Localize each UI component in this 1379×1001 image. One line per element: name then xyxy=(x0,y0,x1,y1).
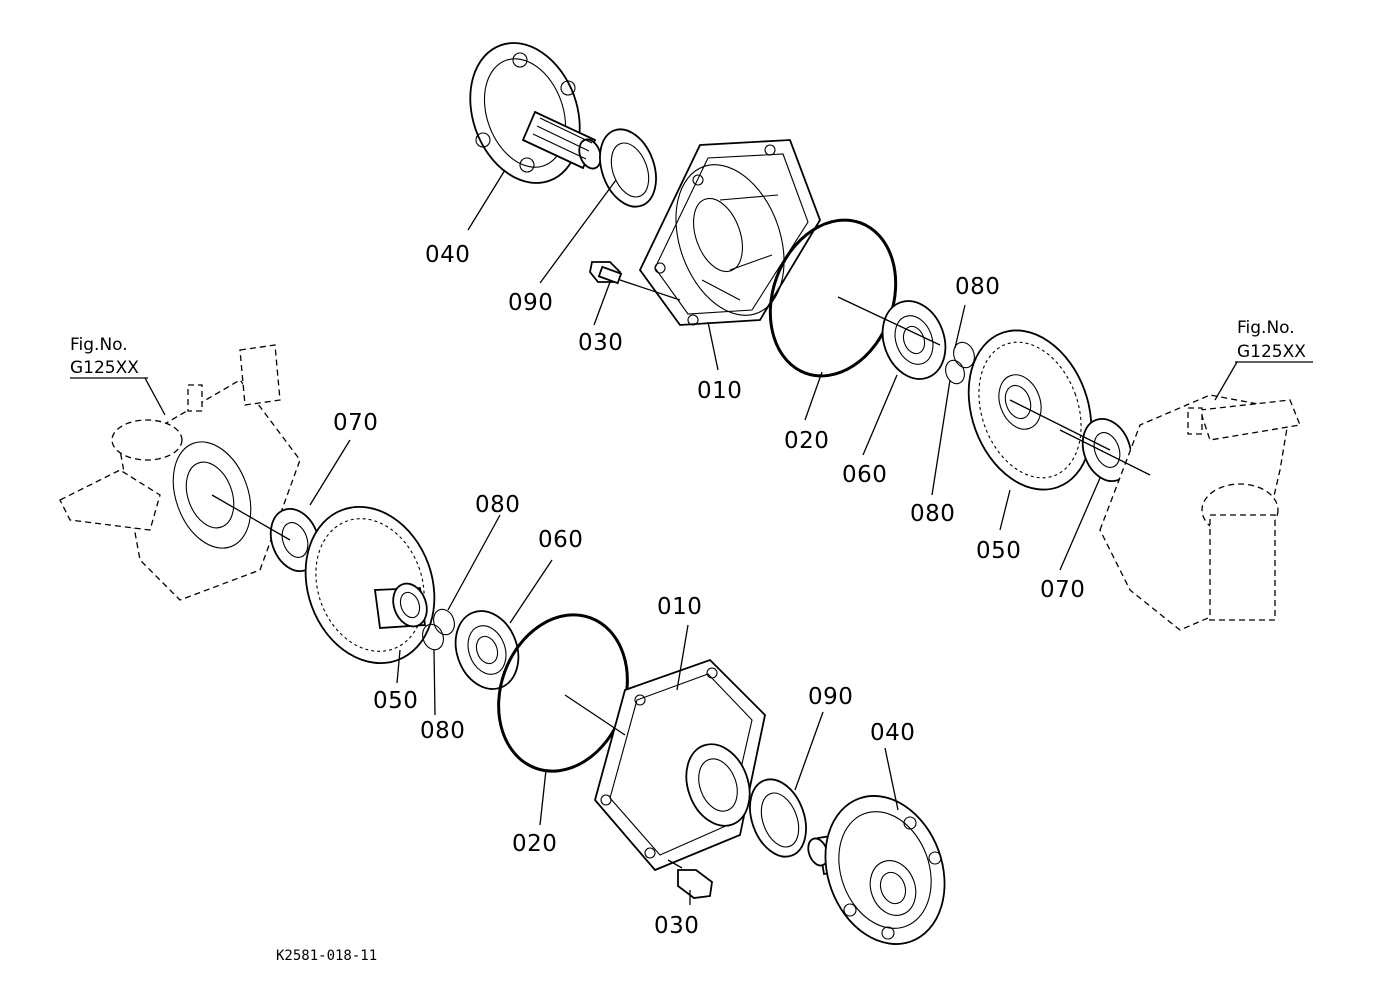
drawing-code: K2581-018-11 xyxy=(276,948,377,964)
label-top-040: 040 xyxy=(425,242,470,268)
ref-left-line1: Fig.No. xyxy=(70,335,128,355)
label-top-080b: 080 xyxy=(910,501,955,527)
part-010-top-housing[interactable] xyxy=(638,139,821,330)
label-top-010: 010 xyxy=(697,378,742,404)
label-top-090: 090 xyxy=(508,290,553,316)
label-bottom-080b: 080 xyxy=(420,718,465,744)
label-bottom-030: 030 xyxy=(654,913,699,939)
label-top-080a: 080 xyxy=(955,274,1000,300)
ref-right-line2: G125XX xyxy=(1237,342,1306,362)
part-030-top-plug[interactable] xyxy=(589,261,623,285)
part-040-bottom-flange-shaft[interactable] xyxy=(805,779,965,961)
label-bottom-010: 010 xyxy=(657,594,702,620)
label-bottom-050: 050 xyxy=(373,688,418,714)
label-top-060: 060 xyxy=(842,462,887,488)
label-bottom-080a: 080 xyxy=(475,492,520,518)
label-top-050: 050 xyxy=(976,538,1021,564)
label-bottom-070: 070 xyxy=(333,410,378,436)
part-060-top-bearing[interactable] xyxy=(872,292,956,388)
part-050-bottom-bevel-gear[interactable] xyxy=(284,489,455,682)
part-070-top-bearing[interactable] xyxy=(1074,412,1139,488)
part-030-bottom-plug[interactable] xyxy=(677,869,713,899)
part-080-bottom-snap-rings[interactable] xyxy=(419,606,458,652)
leader-lines xyxy=(70,169,1313,905)
right-reference-housing xyxy=(1099,394,1301,631)
ref-right-line1: Fig.No. xyxy=(1237,318,1295,338)
part-040-top-flange-shaft[interactable] xyxy=(452,28,605,199)
label-top-030: 030 xyxy=(578,330,623,356)
part-090-bottom-seal[interactable] xyxy=(740,772,816,865)
label-top-070: 070 xyxy=(1040,577,1085,603)
label-bottom-020: 020 xyxy=(512,831,557,857)
label-bottom-040: 040 xyxy=(870,720,915,746)
label-bottom-090: 090 xyxy=(808,684,853,710)
ref-left-line2: G125XX xyxy=(70,358,139,378)
part-090-top-seal[interactable] xyxy=(590,122,666,215)
part-labels: 040 090 030 010 020 060 080 080 050 070 … xyxy=(70,242,1306,964)
part-010-bottom-housing[interactable] xyxy=(594,658,766,872)
label-bottom-060: 060 xyxy=(538,527,583,553)
left-reference-housing xyxy=(59,344,301,601)
label-top-020: 020 xyxy=(784,428,829,454)
part-080-top-snap-rings[interactable] xyxy=(942,339,977,386)
part-060-bottom-bearing[interactable] xyxy=(445,602,529,698)
